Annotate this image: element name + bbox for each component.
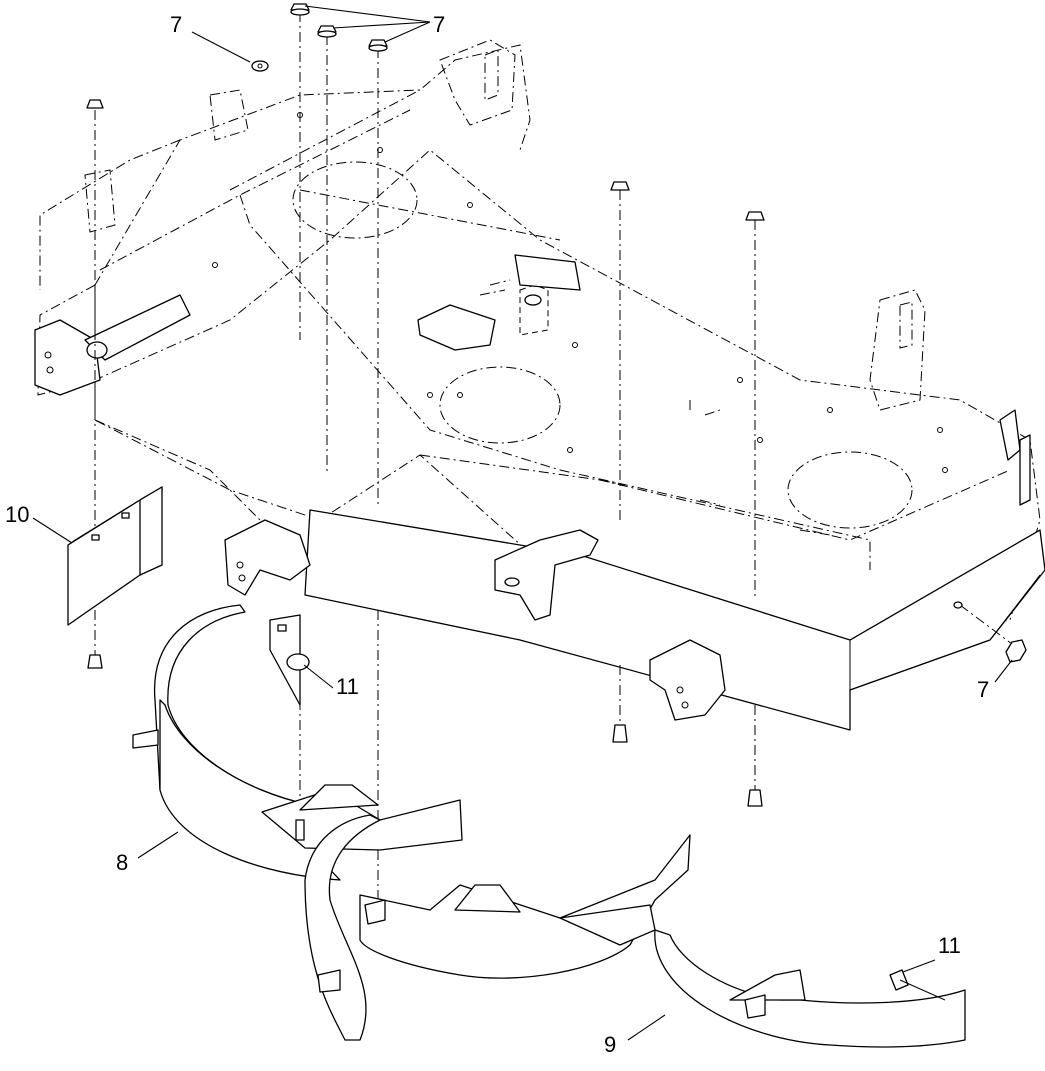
deck-front-left-bracket [224,519,311,596]
deck-front-center-bracket [494,529,599,621]
callout-7-right: 7 [977,677,989,702]
flange-nut-left-washer [251,60,269,72]
left-baffle-plate [67,486,163,626]
callout-10: 10 [5,502,29,527]
deck-bolt-heads [86,99,765,807]
callout-11-upper: 11 [336,674,359,699]
flange-nut-top-a [290,3,310,16]
deck-right-end-plate [999,409,1031,506]
deck-pulley-brackets [417,254,581,351]
callout-11-lower: 11 [938,933,961,958]
deck-front-skirt [304,509,1045,731]
flange-nut-top-b [317,25,337,38]
fastener-centerlines [94,12,1021,905]
callout-7-top-left: 7 [170,12,182,37]
leader-lines [32,5,1013,1041]
callout-7-top-right: 7 [433,12,445,37]
blade-opening-center [439,366,561,444]
deck-front-right-bracket [649,639,726,721]
flange-nut-top-c [368,39,388,52]
baffle-center-shroud [304,814,691,1041]
callout-8: 8 [116,850,128,875]
blade-opening-right [787,451,913,529]
baffle-9 [654,929,966,1048]
callout-9: 9 [604,1032,616,1057]
blade-opening-left [292,161,418,239]
baffle-8 [132,604,463,881]
flange-nut-right [953,601,1027,663]
deck-left-side-plate [34,294,191,396]
